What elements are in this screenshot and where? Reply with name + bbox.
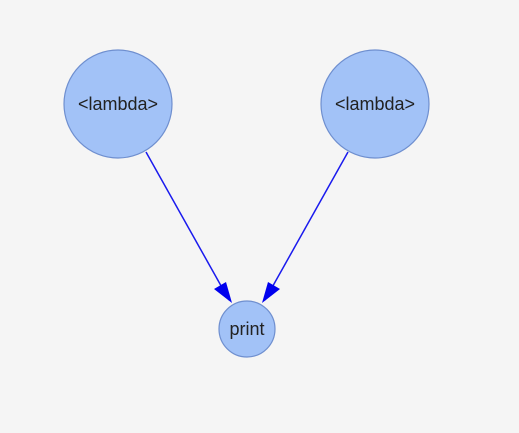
node-lambda-left[interactable]: <lambda> <box>63 49 173 159</box>
node-label: print <box>229 319 264 339</box>
node-label: <lambda> <box>335 94 415 114</box>
node-circle <box>218 300 276 358</box>
node-lambda-right[interactable]: <lambda> <box>320 49 430 159</box>
node-circle <box>320 49 430 159</box>
node-circle <box>63 49 173 159</box>
node-label: <lambda> <box>78 94 158 114</box>
node-print[interactable]: print <box>218 300 276 358</box>
edge-lambda2-to-print <box>264 151 349 301</box>
arrowhead-lambda1-to-print <box>214 282 232 303</box>
arrowhead-lambda2-to-print <box>262 282 280 303</box>
edge-lambda1-to-print <box>145 151 230 301</box>
